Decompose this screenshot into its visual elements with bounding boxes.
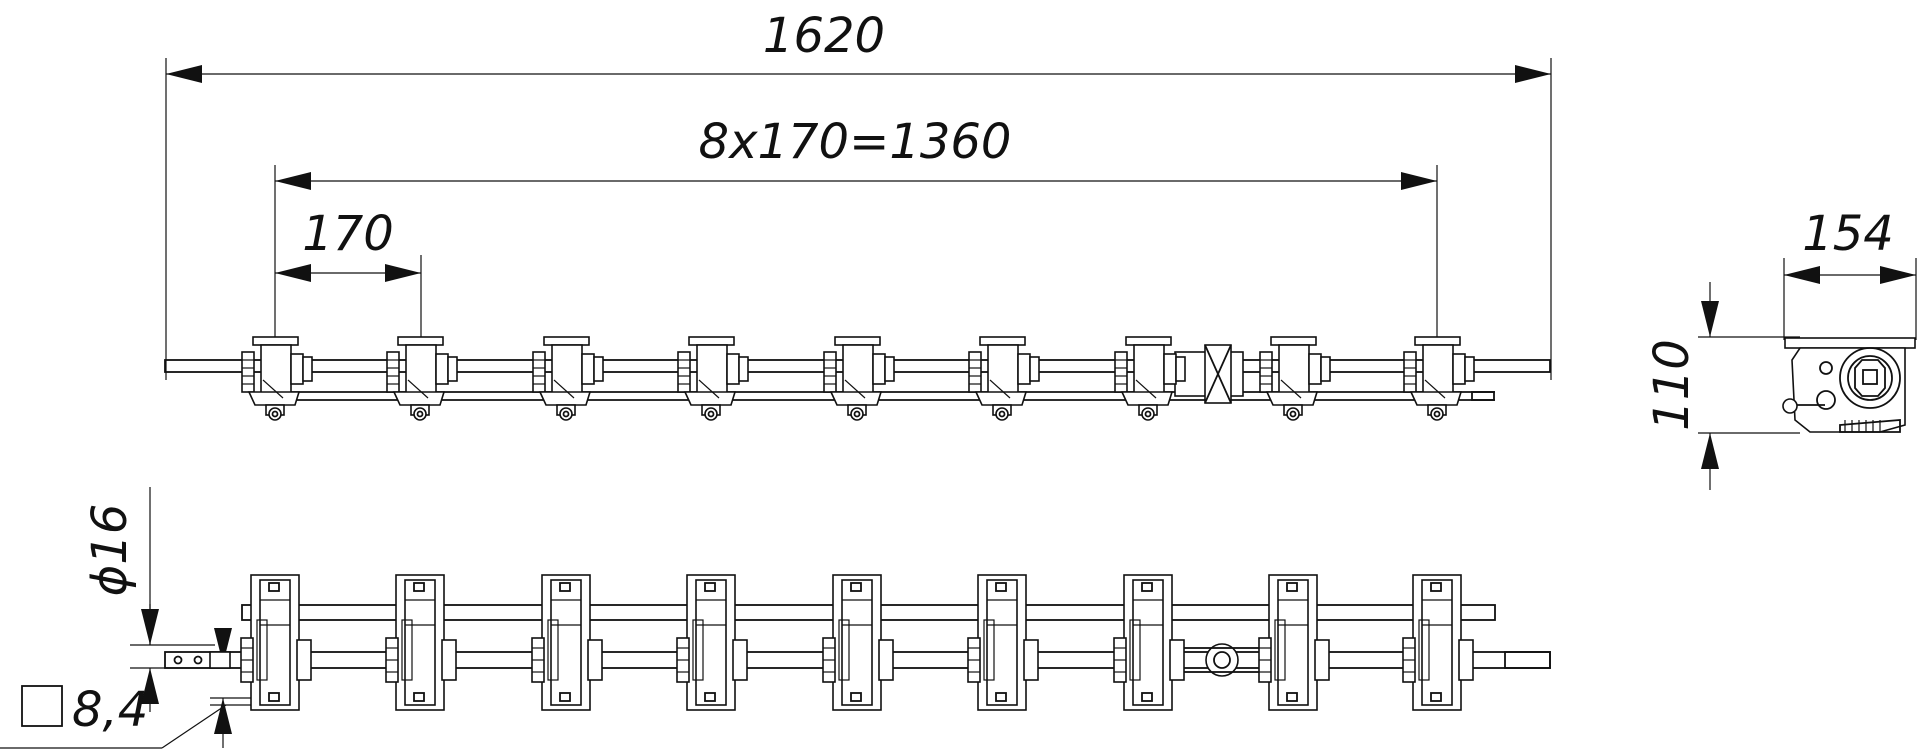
dimension-shaft-diameter: ϕ16 xyxy=(82,504,138,597)
front-unit xyxy=(1259,336,1331,421)
dimension-height: 110 xyxy=(1644,339,1700,431)
dimension-square-key: 8,4 xyxy=(72,682,148,738)
front-unit xyxy=(1403,336,1475,421)
plan-unit xyxy=(385,574,457,711)
front-unit xyxy=(968,336,1040,421)
dimension-depth: 154 xyxy=(1802,206,1894,262)
plan-unit xyxy=(1258,574,1330,711)
front-unit xyxy=(241,336,313,421)
dimension-overall-length: 1620 xyxy=(763,8,885,64)
plan-unit xyxy=(1113,574,1185,711)
dimension-spacing-total: 8x170=1360 xyxy=(699,114,1012,170)
side-view xyxy=(1782,337,1916,433)
dimension-pitch: 170 xyxy=(302,206,394,262)
plan-unit xyxy=(531,574,603,711)
plan-unit xyxy=(676,574,748,711)
front-coupling xyxy=(1174,344,1244,404)
front-view xyxy=(164,336,1551,421)
square-key-symbol xyxy=(21,685,63,727)
plan-unit xyxy=(822,574,894,711)
plan-unit xyxy=(240,574,312,711)
front-unit xyxy=(823,336,895,421)
front-unit xyxy=(532,336,604,421)
plan-view xyxy=(164,574,1551,711)
front-unit xyxy=(677,336,749,421)
front-unit xyxy=(386,336,458,421)
plan-unit xyxy=(1402,574,1474,711)
plan-unit xyxy=(967,574,1039,711)
front-unit xyxy=(1114,336,1186,421)
